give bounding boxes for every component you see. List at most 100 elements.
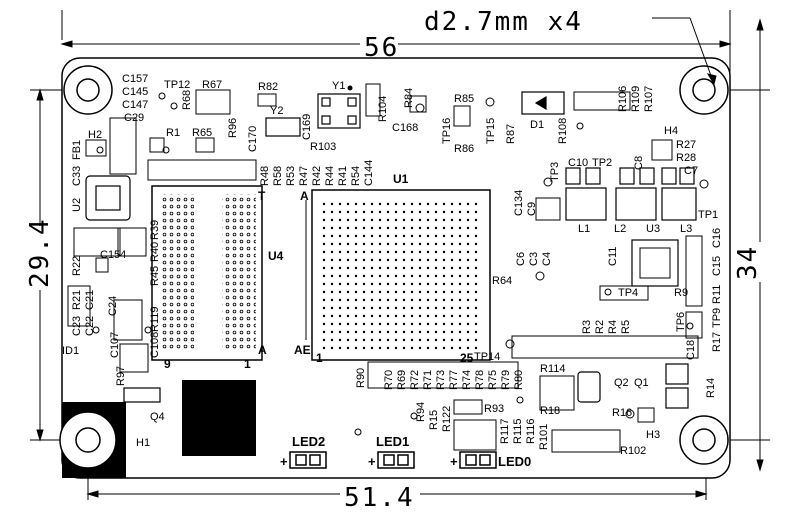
q-transistors	[577, 363, 689, 409]
ref-r73: R73	[435, 370, 447, 390]
tp14-label: TP14	[474, 351, 500, 363]
ref-r107: R107	[643, 86, 655, 112]
u2-chip	[85, 175, 131, 221]
ref-h1: H1	[136, 437, 150, 449]
ref-r65: R65	[192, 127, 212, 139]
ref-r115: R115	[512, 419, 524, 444]
ref-c3: C3	[528, 252, 540, 266]
ref-r90: R90	[355, 368, 367, 388]
y2-label: Y2	[270, 105, 283, 117]
ref-r15: R15	[428, 410, 440, 430]
ref-r16: R16	[612, 407, 632, 419]
ref-r14: R14	[705, 378, 717, 398]
ref-r2: R2	[594, 320, 606, 334]
ref-c108: C108	[149, 332, 161, 358]
hole-note: d2.7mm x4	[424, 7, 583, 37]
ref-r71: R71	[422, 370, 434, 390]
ref-r42: R42	[311, 166, 323, 186]
ref-tp2: TP2	[592, 157, 612, 169]
ref-tp15: TP15	[485, 118, 497, 144]
ref-r75: R75	[487, 370, 499, 390]
ref-c10: C10	[568, 157, 588, 169]
dim-bottom-label: 51.4	[344, 483, 415, 513]
y1-crystal	[317, 93, 361, 129]
mounting-hole-br	[679, 415, 729, 465]
ref-r53: R53	[285, 166, 297, 186]
component-labels: C157 C145 C147 C29 TP12 R67 R82 R103 C16…	[62, 73, 718, 457]
mounting-hole-tr	[679, 65, 729, 115]
ref-r84: R84	[403, 88, 415, 108]
l3-label: L3	[680, 223, 692, 235]
u1-pin-1: 1	[316, 351, 323, 365]
ref-r11: R11	[711, 285, 723, 304]
ref-r4: R4	[607, 320, 619, 334]
ref-c168: C168	[392, 122, 418, 134]
u4-chip	[151, 185, 263, 361]
q4	[123, 387, 161, 403]
ref-c24: C24	[107, 296, 119, 316]
ref-r86: R86	[454, 143, 474, 155]
ref-tp16: TP16	[441, 118, 453, 144]
ref-r45: R45	[149, 266, 161, 286]
u4-top-pads	[147, 159, 257, 181]
u1-pin-a: A	[300, 189, 309, 203]
ref-h2: H2	[88, 129, 102, 141]
ref-c16: C16	[711, 228, 723, 248]
dim-right-label: 34	[733, 245, 763, 280]
u4-pin-t: T	[258, 189, 266, 203]
ref-c107: C107	[109, 332, 121, 358]
ref-r122: R122	[441, 406, 453, 432]
led2-footprint	[289, 451, 327, 469]
ref-r78: R78	[474, 370, 486, 390]
u3-label: U3	[646, 223, 660, 235]
ref-r47: R47	[298, 166, 310, 186]
ref-c147: C147	[122, 99, 148, 111]
l1-label: L1	[578, 223, 590, 235]
ref-r64: R64	[492, 275, 512, 287]
u3-qfn	[631, 239, 679, 287]
ref-r39: R39	[149, 220, 161, 240]
ref-r28: R28	[676, 152, 696, 164]
ref-r117: R117	[499, 419, 511, 444]
led0-label: LED0	[498, 454, 531, 469]
ref-r40: R40	[149, 242, 161, 262]
l2-label: L2	[614, 223, 626, 235]
ref-r17: R17	[711, 332, 723, 352]
ref-r108: R108	[557, 118, 569, 144]
ref-c4: C4	[541, 252, 553, 266]
ref-r106: R106	[617, 86, 629, 112]
mounting-hole-tl	[63, 65, 113, 115]
board-outline	[61, 57, 731, 479]
ref-q4: Q4	[150, 411, 165, 423]
ref-c6: C6	[515, 252, 527, 266]
ref-r102: R102	[620, 445, 646, 457]
dim-left-label: 29.4	[25, 217, 55, 288]
ref-r54: R54	[350, 166, 362, 186]
u4-pin-9: 9	[164, 357, 171, 371]
ref-r18: R18	[540, 405, 560, 417]
u1-pin-25: 25	[460, 351, 474, 365]
ref-c134: C134	[513, 190, 525, 216]
u4-pin-1: 1	[244, 357, 251, 371]
ref-r48: R48	[259, 166, 271, 186]
ref-r5: R5	[620, 320, 632, 334]
ref-r41: R41	[337, 166, 349, 186]
ref-c145: C145	[122, 86, 148, 98]
y1-label: Y1	[332, 80, 345, 92]
ref-r70: R70	[383, 370, 395, 390]
led1-label: LED1	[376, 434, 409, 449]
ref-id1: ID1	[62, 345, 79, 357]
ref-r74: R74	[461, 370, 473, 390]
ref-r103: R103	[310, 141, 336, 153]
ref-r104: R104	[377, 96, 389, 122]
ref-tp6: TP6	[675, 312, 687, 332]
ref-r87: R87	[505, 124, 517, 144]
mounting-hole-bl	[59, 411, 117, 469]
ref-r97: R97	[115, 366, 127, 386]
d1-diode	[521, 91, 565, 115]
ref-r68: R68	[181, 90, 193, 110]
ref-r109: R109	[630, 86, 642, 112]
y2-crystal	[265, 117, 301, 137]
